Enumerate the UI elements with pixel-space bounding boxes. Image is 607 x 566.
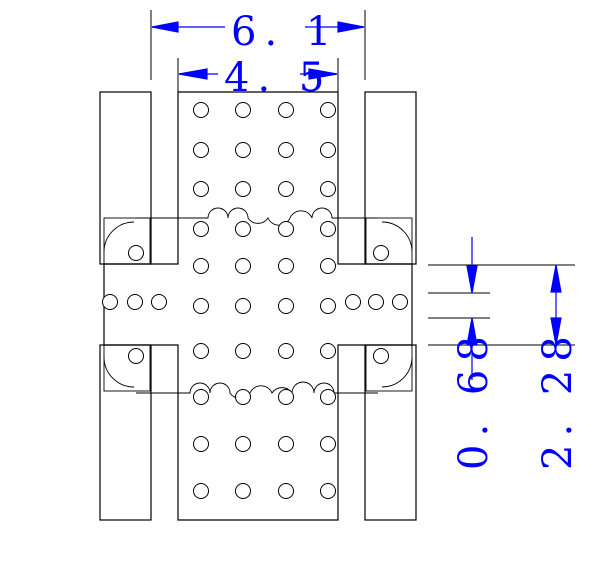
dim-large-gap: 2. 28	[535, 328, 581, 470]
left-bottom-notch	[103, 344, 151, 392]
via-hole	[193, 181, 209, 197]
right-bottom-notch	[365, 344, 413, 392]
via-hole	[278, 389, 294, 405]
via-hole	[193, 343, 209, 359]
via-hole	[320, 258, 336, 274]
via-hole	[278, 258, 294, 274]
left-top-corner-arc	[103, 221, 135, 253]
via-hole	[320, 298, 336, 314]
via-hole	[278, 298, 294, 314]
via-hole	[193, 102, 209, 118]
via-hole	[193, 298, 209, 314]
via-hole	[128, 245, 144, 261]
via-hole	[102, 294, 118, 310]
right-top-notch	[365, 217, 413, 265]
dim-small-gap: 0. 68	[451, 328, 497, 470]
via-hole	[278, 142, 294, 158]
via-hole	[193, 436, 209, 452]
via-hole	[235, 181, 251, 197]
via-hole	[235, 221, 251, 237]
via-hole	[127, 294, 143, 310]
via-hole	[235, 142, 251, 158]
via-hole	[235, 436, 251, 452]
dimension-lines	[151, 21, 562, 380]
dim-outer-width: 6. 1	[231, 9, 339, 55]
via-hole	[278, 181, 294, 197]
via-hole	[320, 436, 336, 452]
via-hole	[320, 181, 336, 197]
via-hole	[235, 483, 251, 499]
via-hole	[373, 245, 389, 261]
via-hole	[278, 221, 294, 237]
via-hole	[193, 221, 209, 237]
via-hole	[193, 389, 209, 405]
top-mask-edge	[136, 207, 378, 226]
via-hole	[278, 343, 294, 359]
via-hole	[392, 294, 408, 310]
right-bottom-corner-arc	[381, 356, 413, 388]
via-hole	[193, 483, 209, 499]
via-hole	[320, 221, 336, 237]
via-hole	[373, 348, 389, 364]
via-hole	[320, 389, 336, 405]
via-hole	[235, 298, 251, 314]
bottom-mask-edge	[136, 381, 378, 399]
via-hole	[235, 102, 251, 118]
via-hole	[151, 294, 167, 310]
via-hole	[128, 348, 144, 364]
left-top-notch	[103, 217, 151, 265]
center-signal-pad	[103, 91, 413, 521]
via-hole	[278, 436, 294, 452]
via-holes	[102, 102, 408, 499]
via-hole	[235, 389, 251, 405]
via-hole	[193, 258, 209, 274]
left-bottom-corner-arc	[103, 356, 135, 388]
via-hole	[193, 142, 209, 158]
via-hole	[235, 258, 251, 274]
via-hole	[368, 294, 384, 310]
via-hole	[320, 483, 336, 499]
via-hole	[320, 142, 336, 158]
via-hole	[320, 343, 336, 359]
right-top-corner-arc	[381, 221, 413, 253]
via-hole	[345, 294, 361, 310]
via-hole	[320, 102, 336, 118]
via-hole	[235, 343, 251, 359]
via-hole	[278, 102, 294, 118]
dim-inner-width: 4. 5	[224, 55, 332, 101]
via-hole	[278, 483, 294, 499]
